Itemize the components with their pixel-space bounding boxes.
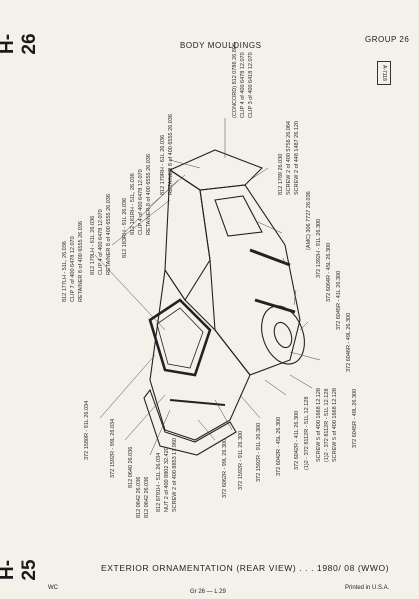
roof-outline [168, 149, 263, 191]
part-label: SCREW 2 of 448 1487 26.120 [294, 121, 300, 195]
part-label: SCREW 2 of 400 5756 26.064 [286, 121, 292, 195]
part-label: 372 1592R - 99L 26.034 [110, 418, 116, 478]
part-label: (CONCORD) 812 0786 26.806 [232, 43, 238, 118]
part-label: RETAINER 8 of 400 6555 26.036 [146, 154, 152, 235]
part-label: 812 183RH - 91L 26.036 [122, 197, 128, 258]
side-moulding-strip [249, 248, 291, 267]
part-label: (AMC) 306 7727 26.036 [306, 191, 312, 250]
page-header-title: BODY MOULDINGS [180, 41, 262, 50]
tailgate-moulding [169, 399, 226, 406]
part-label: 372 6046R - 49L 26.300 [346, 312, 352, 372]
part-label: 372 6064R - 45L 26.300 [326, 242, 332, 302]
footer-left: WC [48, 585, 58, 591]
part-label: RETAINER 8 of 400 6555 26.036 [106, 194, 112, 275]
part-label: 812 0640 26.036 [128, 446, 134, 488]
part-label: 372 6042R - 41L 26.300 [294, 410, 300, 470]
figure-caption: EXTERIOR ORNAMENTATION (REAR VIEW) . . .… [101, 563, 390, 573]
part-label: CLIP 4 of 400 6478 12.070 [138, 169, 144, 235]
rear-wheel-hub [273, 321, 293, 349]
leader-lines [94, 118, 321, 456]
part-label: 372 1592R - 91L 26.300 [256, 422, 262, 482]
rear-hatch-outline [164, 169, 211, 302]
part-label: SCREW 5 of 400 1668 12.128 [332, 388, 338, 462]
part-label: CLIP 4 of 400 6478 12.070 [240, 52, 246, 118]
part-label: SCREW 5 of 400 1668 12.128 [316, 388, 322, 462]
footer-center: Gr 26 — L 29 [190, 589, 226, 595]
part-label: 372 1392H - 91L 26.300 [316, 218, 322, 278]
part-label: 372 6062R - 99L 26.300 [222, 438, 228, 498]
part-label: 812 1789 26.030 [278, 153, 284, 195]
part-label: 812 0642 26.036 [136, 476, 142, 518]
rear-glass-inner [156, 307, 204, 369]
part-label: 812 181RH - 51L, 26.036 [130, 173, 136, 235]
part-label: CLIP 4 of 400 6478 12.070 [98, 209, 104, 275]
footer-right: Printed in U.S.A. [345, 585, 390, 591]
part-label: 812 8791H - 51L 26.034 [156, 452, 162, 512]
part-label: (1)2 - 372 8112R - 51L 12.128 [304, 396, 310, 470]
part-label: (1)2 - 372 8112R - 51L 12.128 [324, 388, 330, 462]
part-label: 812 177LH - 51L, 26.036 [62, 241, 68, 302]
part-label: RETAINER 8 of 400 6555 26.036 [168, 114, 174, 195]
rear-bumper [143, 388, 237, 456]
part-label: 372 1592R - 91L 26.300 [238, 430, 244, 490]
part-label: RETAINER 8 of 400 6555 26.036 [78, 221, 84, 302]
part-label: 372 1580R - 91L 26.034 [84, 400, 90, 460]
side-moulding-strip-lower [254, 298, 296, 314]
part-label: 812 179RH - 61L 26.036 [160, 134, 166, 195]
rear-lower-body-outline [149, 268, 251, 441]
part-label: 372 6045R - 41L 26.300 [336, 270, 342, 330]
part-label: NUT 2 of 400 8802 32.420 [164, 447, 170, 512]
part-label: CLIP 3 of 400 6418 12.070 [248, 52, 254, 118]
part-label: 812 179LH - 61L 26.036 [90, 215, 96, 275]
part-label: 812 0642 26.036 [144, 476, 150, 518]
rear-glass-frame [148, 298, 212, 377]
group-label: GROUP 26 [365, 35, 410, 44]
part-label: SCREW 2 of 400 8853 17.960 [172, 438, 178, 512]
rear-wheel [261, 305, 305, 365]
vehicle-outline [143, 149, 305, 456]
body-side-outline [199, 184, 301, 376]
figure-box-code: A-7118 [377, 61, 391, 85]
part-label: 372 6042R - 45L 26.300 [276, 416, 282, 476]
part-label: 372 6045R - 49L 26.300 [352, 388, 358, 448]
part-label: CLIP 7 of 400 6478 12.070 [70, 236, 76, 302]
side-window-outline [214, 195, 263, 237]
